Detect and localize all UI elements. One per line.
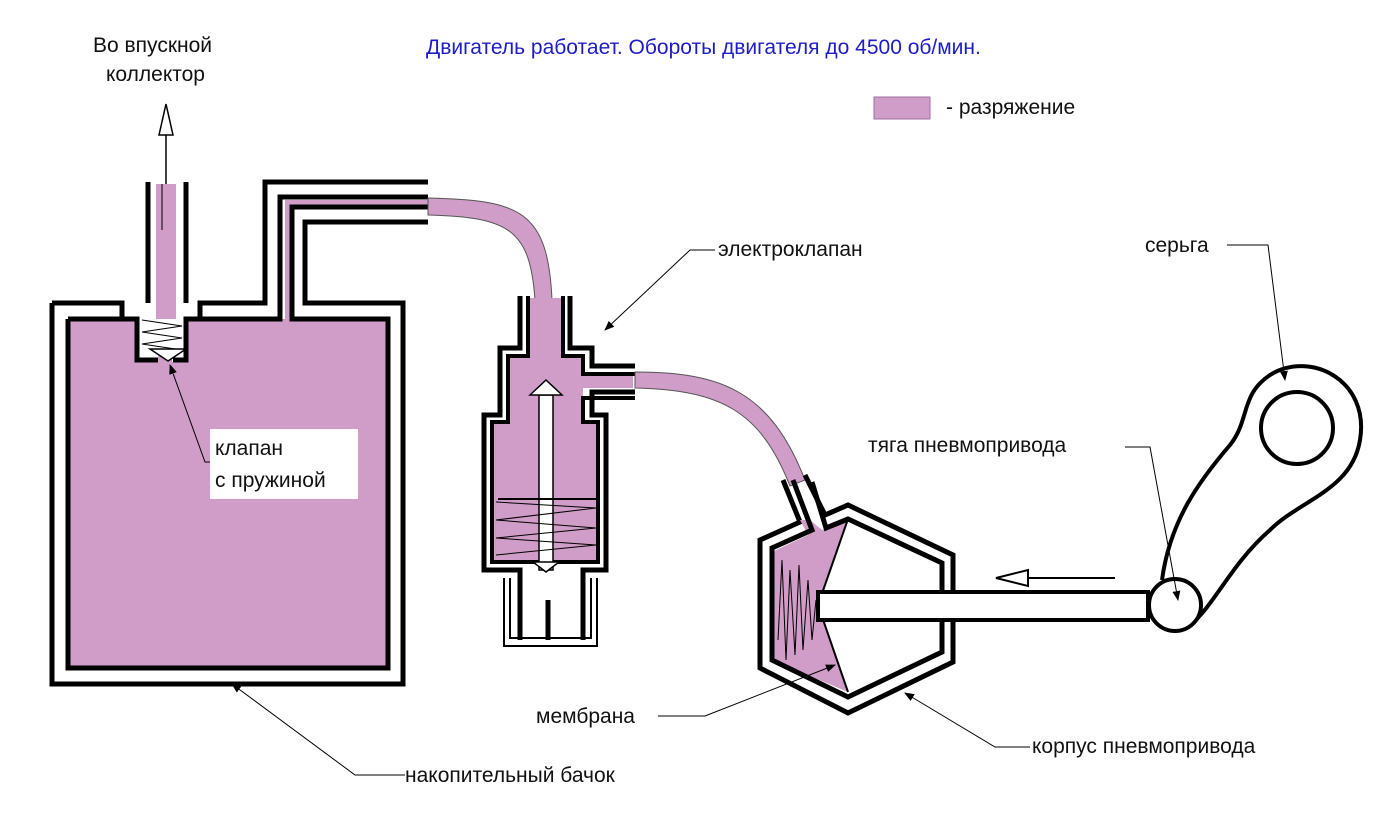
label-tank: накопительный бачок bbox=[405, 764, 615, 787]
actuator-rod bbox=[816, 590, 1150, 622]
label-valve-line1: клапан bbox=[215, 437, 284, 460]
leader-lines bbox=[169, 244, 1288, 776]
check-valve-icon bbox=[147, 348, 189, 362]
pneumatic-actuator bbox=[757, 473, 1150, 716]
label-earring: серьга bbox=[1145, 234, 1209, 257]
lever-earring bbox=[1147, 364, 1364, 633]
label-valve-line2: с пружиной bbox=[215, 469, 326, 492]
arrow-left-icon bbox=[995, 568, 1115, 588]
label-housing: корпус пневмопривода bbox=[1032, 735, 1256, 758]
solenoid-valve bbox=[481, 296, 635, 647]
pivot-joint bbox=[1147, 577, 1203, 633]
spring-icon bbox=[141, 319, 183, 351]
spring-icon bbox=[495, 501, 597, 556]
spring-icon bbox=[777, 559, 817, 661]
legend-label: - разряжение bbox=[946, 96, 1076, 119]
label-membrane: мембрана bbox=[536, 705, 635, 728]
label-rod: тяга пневмопривода bbox=[868, 434, 1067, 457]
vacuum-hose bbox=[634, 371, 806, 487]
label-intake-line1: Во впускной bbox=[93, 34, 213, 57]
legend-swatch bbox=[873, 96, 931, 120]
label-intake-line2: коллектор bbox=[106, 63, 205, 86]
valve-label-box: клапан с пружиной bbox=[210, 429, 358, 499]
storage-tank bbox=[49, 179, 428, 687]
diagram-title: Двигатель работает. Обороты двигателя до… bbox=[426, 36, 981, 59]
vacuum-hose bbox=[427, 197, 553, 301]
arrow-up-icon bbox=[528, 378, 564, 396]
arrow-down-icon bbox=[530, 561, 562, 573]
label-solenoid: электроклапан bbox=[718, 238, 863, 261]
